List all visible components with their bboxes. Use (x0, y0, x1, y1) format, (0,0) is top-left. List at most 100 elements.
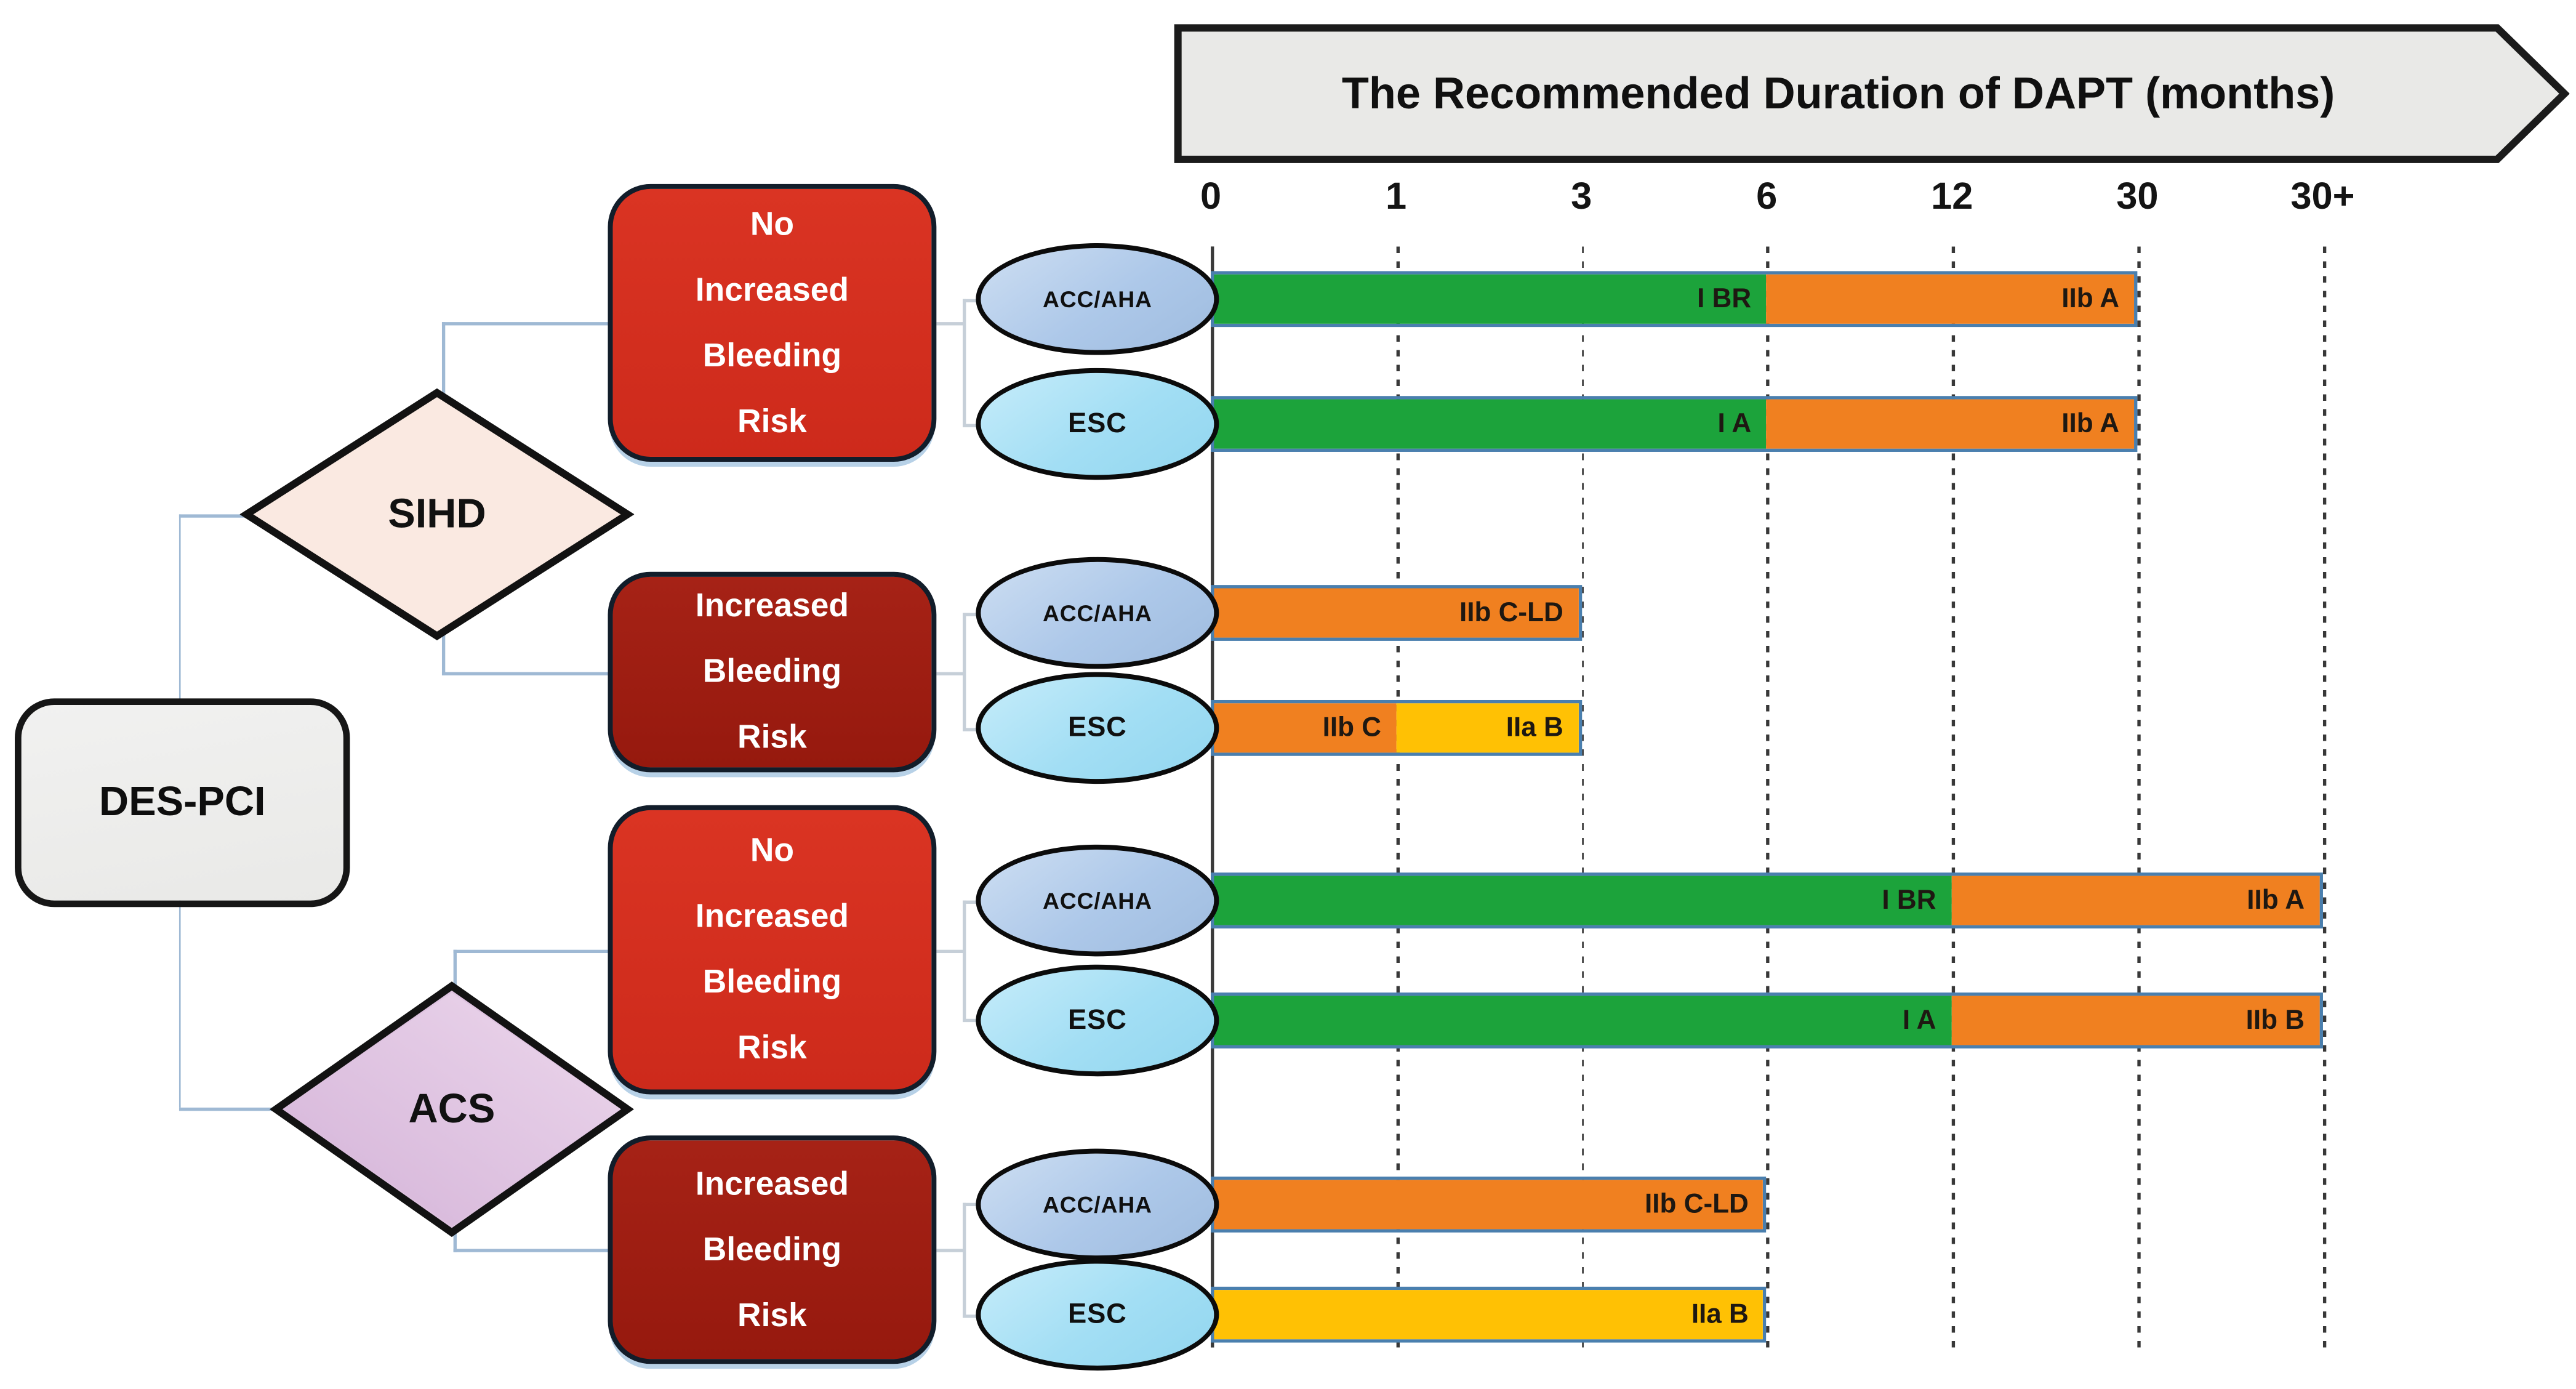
dapt-bar: IIb C-LD (1211, 585, 1582, 641)
connector-line (963, 728, 979, 731)
connector-line (179, 1107, 279, 1111)
guideline-label: ACC/AHA (1042, 1191, 1152, 1218)
connector-line (963, 1202, 979, 1206)
bar-segment-orange: IIb C (1214, 703, 1397, 753)
guideline-ellipse-accaha: ACC/AHA (976, 844, 1219, 957)
axis-tick-label: 12 (1931, 174, 1973, 217)
axis-tick-label: 30+ (2290, 174, 2355, 217)
bar-segment-orange: IIb A (1766, 399, 2135, 449)
connector-line (963, 299, 966, 426)
decision-label-acs: ACS (408, 1085, 496, 1132)
guideline-label: ACC/AHA (1042, 286, 1152, 313)
dapt-bar: I BR IIb A (1211, 872, 2323, 928)
risk-box-label: Increased Bleeding Risk (695, 1166, 849, 1334)
axis-tick-label: 6 (1756, 174, 1778, 217)
bar-segment-yellow: IIa B (1214, 1290, 1763, 1340)
guideline-label: ESC (1068, 711, 1127, 743)
bar-segment-green: I BR (1214, 876, 1951, 925)
risk-box-acs-no-increased-bleeding: No Increased Bleeding Risk (608, 805, 937, 1095)
risk-box-sihd-no-increased-bleeding: No Increased Bleeding Risk (608, 183, 937, 462)
risk-box-label: No Increased Bleeding Risk (695, 206, 849, 440)
banner-arrow-shape (1174, 24, 2570, 163)
axis-tick-label: 1 (1386, 174, 1407, 217)
gridline (1767, 246, 1770, 1351)
connector-line (963, 1202, 966, 1316)
bar-segment-label: IIb B (2245, 1005, 2305, 1035)
guideline-ellipse-accaha: ACC/AHA (976, 1148, 1219, 1261)
decision-node-acs: ACS (269, 980, 635, 1239)
connector-line (453, 949, 457, 986)
dapt-bar: I A IIb A (1211, 396, 2138, 452)
guideline-ellipse-accaha: ACC/AHA (976, 557, 1219, 669)
root-node-des-pci: DES-PCI (15, 698, 350, 908)
diamond-shape (269, 981, 635, 1238)
connector-line (936, 949, 965, 953)
bar-segment-label: I BR (1697, 283, 1752, 313)
dapt-bar: IIb C-LD (1211, 1177, 1767, 1233)
risk-box-acs-increased-bleeding: Increased Bleeding Risk (608, 1135, 937, 1364)
gridline (2137, 246, 2141, 1351)
connector-line (963, 1018, 979, 1022)
root-node-label: DES-PCI (98, 779, 266, 825)
bar-segment-label: I BR (1882, 885, 1936, 915)
dapt-bar: IIa B (1211, 1286, 1767, 1343)
connector-line (963, 613, 966, 730)
connector-line (963, 900, 979, 904)
bar-segment-label: IIa B (1691, 1298, 1749, 1329)
connector-line (936, 322, 965, 325)
diamond-shape (239, 388, 635, 641)
guideline-label: ACC/AHA (1042, 887, 1152, 914)
decision-node-sihd: SIHD (239, 386, 635, 642)
bar-segment-orange: IIb A (1951, 876, 2320, 925)
connector-line (963, 424, 979, 427)
bar-segment-green: I BR (1214, 274, 1767, 324)
gridline (1396, 246, 1399, 1351)
axis-tick-label: 30 (2116, 174, 2159, 217)
guideline-ellipse-esc: ESC (976, 368, 1219, 480)
decision-label-sihd: SIHD (388, 490, 486, 537)
connector-line (441, 322, 611, 325)
bar-segment-orange: IIb C-LD (1214, 1180, 1763, 1230)
risk-box-sihd-increased-bleeding: Increased Bleeding Risk (608, 571, 937, 773)
connector-line (453, 949, 611, 953)
axis-zero-line (1211, 246, 1215, 1348)
connector-line (441, 634, 445, 675)
guideline-ellipse-esc: ESC (976, 964, 1219, 1077)
connector-line (936, 1249, 965, 1252)
guideline-ellipse-accaha: ACC/AHA (976, 243, 1219, 355)
bar-segment-label: IIa B (1506, 712, 1563, 743)
connector-line (963, 900, 966, 1021)
guideline-label: ACC/AHA (1042, 600, 1152, 626)
connector-line (453, 1249, 611, 1252)
bar-segment-orange: IIb B (1951, 996, 2320, 1045)
bar-segment-label: I A (1902, 1005, 1936, 1035)
gridline (2322, 246, 2326, 1351)
gridline (1581, 246, 1584, 1351)
connector-line (453, 1229, 457, 1252)
guideline-label: ESC (1068, 1004, 1127, 1036)
axis-tick-label: 0 (1200, 174, 1222, 217)
connector-line (963, 299, 979, 302)
connector-line (963, 613, 979, 616)
figure-title: The Recommended Duration of DAPT (months… (1341, 68, 2335, 118)
bar-segment-label: IIb C (1322, 712, 1382, 743)
connector-line (441, 322, 445, 398)
axis-tick-label: 3 (1571, 174, 1592, 217)
risk-box-label: Increased Bleeding Risk (695, 588, 849, 756)
connector-line (963, 1315, 979, 1318)
bar-segment-label: IIb A (2061, 408, 2120, 438)
bar-segment-green: I A (1214, 399, 1767, 449)
connector-line (179, 514, 255, 517)
gridline (1952, 246, 1956, 1351)
title-banner: The Recommended Duration of DAPT (months… (1173, 23, 2570, 164)
connector-line (936, 672, 965, 675)
bar-segment-label: IIb C-LD (1459, 597, 1563, 627)
risk-box-label: No Increased Bleeding Risk (695, 833, 849, 1067)
bar-segment-orange: IIb A (1766, 274, 2135, 324)
connector-line (441, 672, 611, 675)
bar-segment-label: I A (1717, 408, 1752, 438)
guideline-ellipse-esc: ESC (976, 1258, 1219, 1371)
guideline-label: ESC (1068, 1298, 1127, 1330)
bar-segment-orange: IIb C-LD (1214, 588, 1578, 638)
